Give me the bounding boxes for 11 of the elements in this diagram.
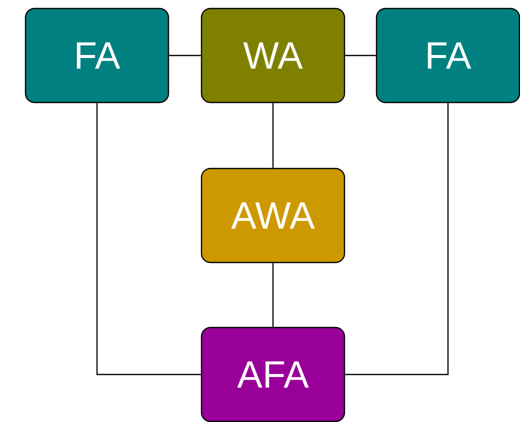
- process-box: WA: [200, 8, 346, 104]
- connector-line: [96, 103, 201, 376]
- process-box: AFA: [200, 326, 346, 422]
- process-box: AWA: [200, 168, 346, 264]
- connector-line: [345, 54, 376, 56]
- connector-line: [272, 263, 274, 327]
- process-box: FA: [24, 8, 170, 104]
- connector-line: [272, 103, 274, 168]
- process-box: FA: [376, 8, 520, 104]
- connector-line: [169, 54, 201, 56]
- connector-line: [345, 103, 449, 376]
